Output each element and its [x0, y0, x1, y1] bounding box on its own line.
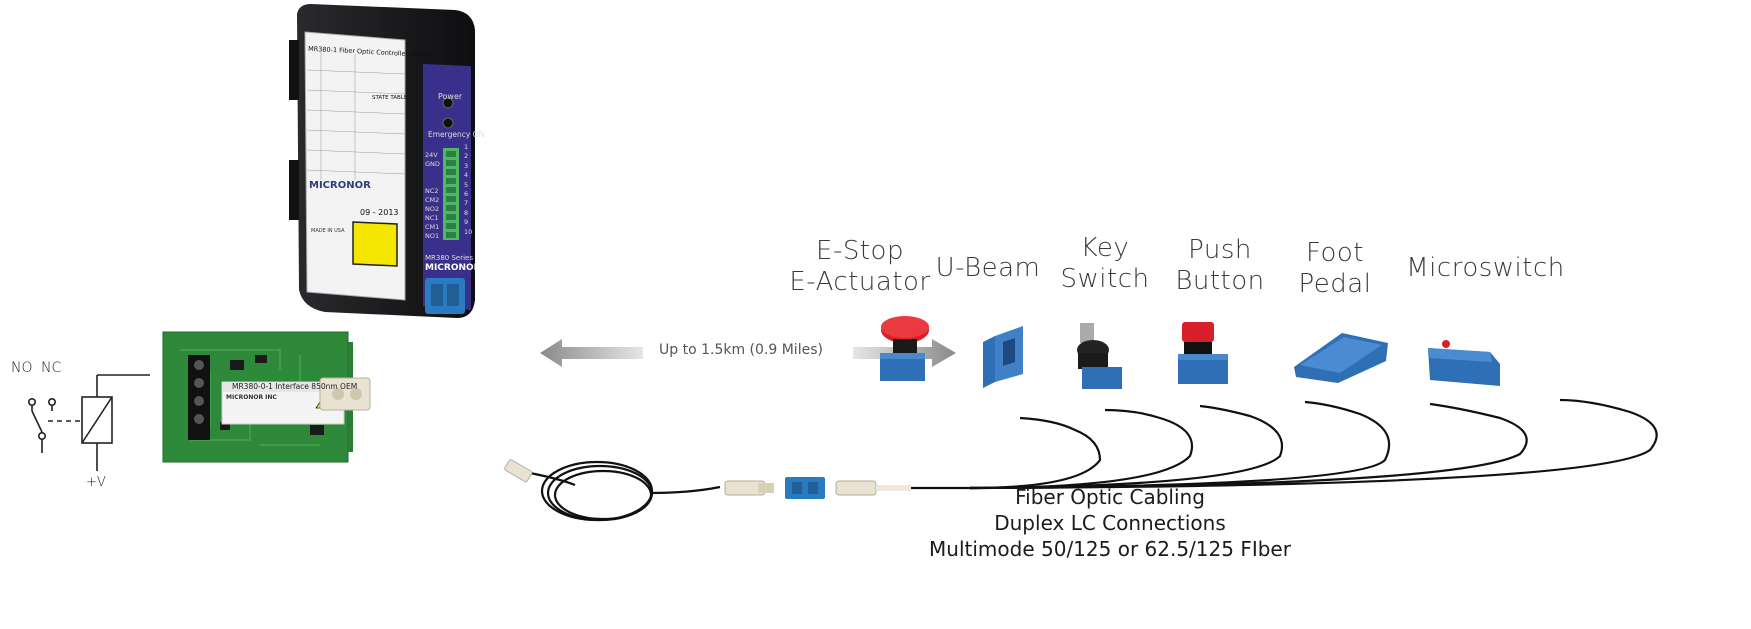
terminal-label: NO1	[425, 232, 440, 240]
plus-v-label: +V	[86, 475, 106, 490]
distance-label: Up to 1.5km (0.9 Miles)	[659, 342, 823, 358]
terminal-number: 10	[464, 227, 473, 236]
terminal-labels: 24V GND NC2 CM2 NO2 NC1 CM1 NO1	[425, 151, 445, 241]
sensor-label-line: E-Stop	[816, 236, 904, 266]
sensor-label-line: Microswitch	[1406, 253, 1565, 283]
fiber-cable	[504, 459, 970, 522]
nc-label: NC	[41, 360, 62, 376]
key-switch-device	[1077, 323, 1122, 389]
sensor-label-line: Foot	[1305, 238, 1365, 268]
terminal-label: GND	[425, 160, 440, 168]
estop-device	[880, 316, 929, 381]
terminal-label: 24V	[425, 151, 438, 159]
terminal-number: 4	[464, 171, 469, 180]
cabling-description: Fiber Optic Cabling Duplex LC Connection…	[870, 484, 1350, 562]
sensor-label-line: Pedal	[1298, 269, 1372, 299]
sensor-label-u-beam: U-Beam	[928, 253, 1048, 284]
terminal-number: 8	[464, 208, 469, 217]
sensor-label-line: E-Actuator	[789, 267, 931, 297]
module-made-in: MADE IN USA	[311, 228, 345, 234]
terminal-label: CM2	[425, 196, 440, 204]
sensor-label-estop: E-Stop E-Actuator	[780, 236, 940, 298]
foot-pedal-device	[1294, 333, 1388, 383]
module-brand-label: MICRONOR	[309, 180, 371, 191]
terminal-number: 5	[464, 180, 469, 189]
terminal-label: CM1	[425, 223, 440, 231]
terminal-number: 1	[464, 143, 469, 151]
controller-module	[289, 4, 475, 318]
terminal-number: 9	[464, 218, 469, 227]
terminal-label: NC1	[425, 214, 439, 222]
terminal-numbers: 1 2 3 4 5 6 7 8 9 10	[464, 143, 474, 237]
terminal-number: 2	[464, 152, 469, 161]
terminal-number: 6	[464, 189, 469, 198]
sensor-label-line: Key	[1080, 233, 1130, 263]
sensor-label-microswitch: Microswitch	[1388, 253, 1583, 284]
sensor-label-foot-pedal: Foot Pedal	[1280, 238, 1390, 300]
terminal-label	[425, 178, 445, 187]
module-date-code: 09 - 2013	[360, 208, 399, 217]
terminal-number: 3	[464, 161, 469, 170]
cabling-line-2: Duplex LC Connections	[994, 511, 1226, 535]
sensor-label-line: Push	[1188, 235, 1252, 265]
pcb-interface-label: MR380-0-1 Interface 850nm OEM	[232, 382, 358, 391]
terminal-label: NO2	[425, 205, 440, 213]
switch-schematic	[27, 374, 150, 471]
sensor-label-line: U-Beam	[935, 253, 1041, 283]
module-power-label: Power	[438, 92, 463, 101]
terminal-number: 7	[464, 199, 469, 208]
microswitch-device	[1428, 340, 1500, 386]
pcb-brand: MICRONOR INC	[226, 394, 277, 401]
module-brand-panel: MICRONOR	[425, 263, 481, 273]
u-beam-device	[983, 326, 1023, 388]
module-emergency-label: Emergency ON	[428, 130, 485, 139]
interface-pcb	[162, 331, 371, 463]
cabling-line-3: Multimode 50/125 or 62.5/125 FIber	[929, 537, 1291, 561]
module-state-table: STATE TABLE	[372, 95, 408, 101]
sensor-cables	[969, 398, 1658, 490]
sensor-label-line: Button	[1175, 266, 1265, 296]
cabling-line-1: Fiber Optic Cabling	[1015, 485, 1205, 509]
terminal-label	[425, 169, 445, 178]
sensor-label-line: Switch	[1060, 264, 1150, 294]
module-series-label: MR380 Series	[425, 254, 474, 262]
sensor-label-push-button: Push Button	[1160, 235, 1280, 297]
terminal-label: NC2	[425, 187, 439, 195]
push-button-device	[1178, 322, 1228, 384]
no-label: NO	[11, 360, 33, 376]
sensor-label-key-switch: Key Switch	[1050, 233, 1160, 295]
